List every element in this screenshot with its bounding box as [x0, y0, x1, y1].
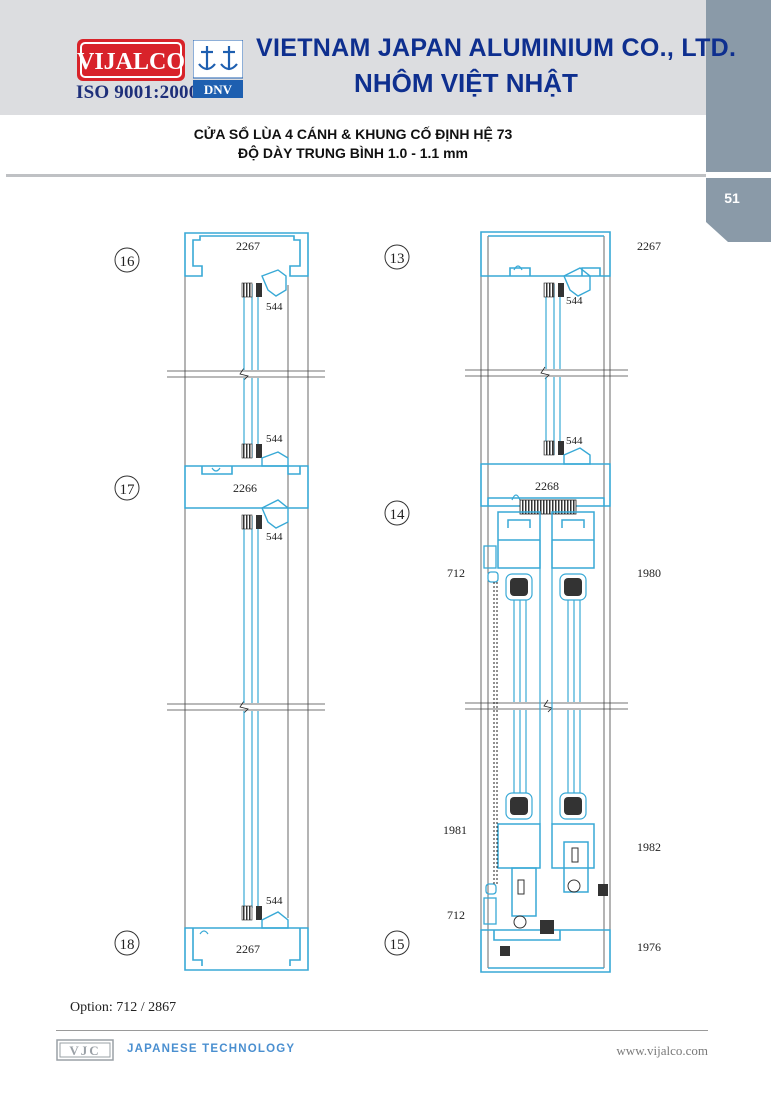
company-name-vi: NHÔM VIỆT NHẬT — [354, 68, 578, 98]
dnv-logo: DNV — [193, 40, 243, 98]
right-bottom-frame-profile — [480, 929, 611, 973]
title-rule — [6, 174, 706, 177]
right-section-bot-label: 15 — [390, 937, 405, 953]
right-code-interlock-top: 712 — [447, 566, 465, 580]
option-note: Option: 712 / 2867 — [70, 1000, 177, 1015]
right-code-interlock-bottom: 712 — [447, 908, 465, 922]
vjc-logo: VJC — [56, 1039, 114, 1061]
page-tab — [706, 0, 771, 242]
dnv-text: DNV — [204, 82, 233, 97]
left-top-frame-profile — [184, 232, 309, 277]
left-transom-profile — [184, 465, 309, 509]
document-subtitle: ĐỘ DÀY TRUNG BÌNH 1.0 - 1.1 mm — [237, 145, 468, 161]
vjc-text: VJC — [69, 1043, 100, 1058]
document-title: CỬA SỔ LÙA 4 CÁNH & KHUNG CỐ ĐỊNH HỆ 73 — [193, 126, 513, 142]
left-section-top-label: 16 — [120, 254, 136, 270]
right-code-top-frame: 2267 — [637, 239, 661, 253]
website-link[interactable]: www.vijalco.com — [616, 1043, 708, 1058]
iso-certification: ISO 9001:2000 — [76, 82, 199, 103]
left-code-top-frame: 2267 — [236, 239, 260, 253]
anchor-icon — [198, 46, 238, 71]
left-code-bottom-frame: 2267 — [236, 942, 260, 956]
right-code-glass-1: 544 — [566, 295, 583, 307]
right-section-top-label: 13 — [390, 251, 405, 267]
left-code-glass-4: 544 — [266, 895, 283, 907]
left-code-glass-1: 544 — [266, 301, 283, 313]
right-section-mid-label: 14 — [390, 507, 406, 523]
right-code-sash-top: 1980 — [637, 566, 661, 580]
right-code-sash-bottom: 1982 — [637, 840, 661, 854]
right-top-frame-profile — [480, 231, 611, 277]
right-code-glass-2: 544 — [566, 435, 583, 447]
logo-text: VIJALCO — [77, 49, 185, 75]
right-transom-profile — [480, 463, 611, 507]
company-name-en: VIETNAM JAPAN ALUMINIUM CO., LTD. — [256, 34, 737, 62]
page-number: 51 — [724, 190, 740, 206]
left-section-drawing: 16 17 18 2267 544 544 2266 544 544 2267 — [114, 232, 325, 971]
left-code-glass-3: 544 — [266, 531, 283, 543]
vijalco-logo: VIJALCO — [77, 39, 185, 81]
right-section-drawing: 13 14 15 2267 544 544 2268 712 1980 1981… — [384, 231, 661, 973]
left-bottom-frame-profile — [184, 927, 309, 971]
footer-rule — [56, 1030, 708, 1031]
left-section-bot-label: 18 — [120, 937, 135, 953]
left-code-transom: 2266 — [233, 481, 257, 495]
left-section-mid-label: 17 — [120, 482, 136, 498]
left-code-glass-2: 544 — [266, 433, 283, 445]
right-code-transom: 2268 — [535, 479, 559, 493]
interlock-712 — [483, 545, 499, 925]
right-code-bottom-frame: 1976 — [637, 940, 661, 954]
tagline: JAPANESE TECHNOLOGY — [127, 1043, 296, 1055]
left-glazing-bead-top — [261, 269, 287, 297]
right-code-sash-side: 1981 — [443, 823, 467, 837]
